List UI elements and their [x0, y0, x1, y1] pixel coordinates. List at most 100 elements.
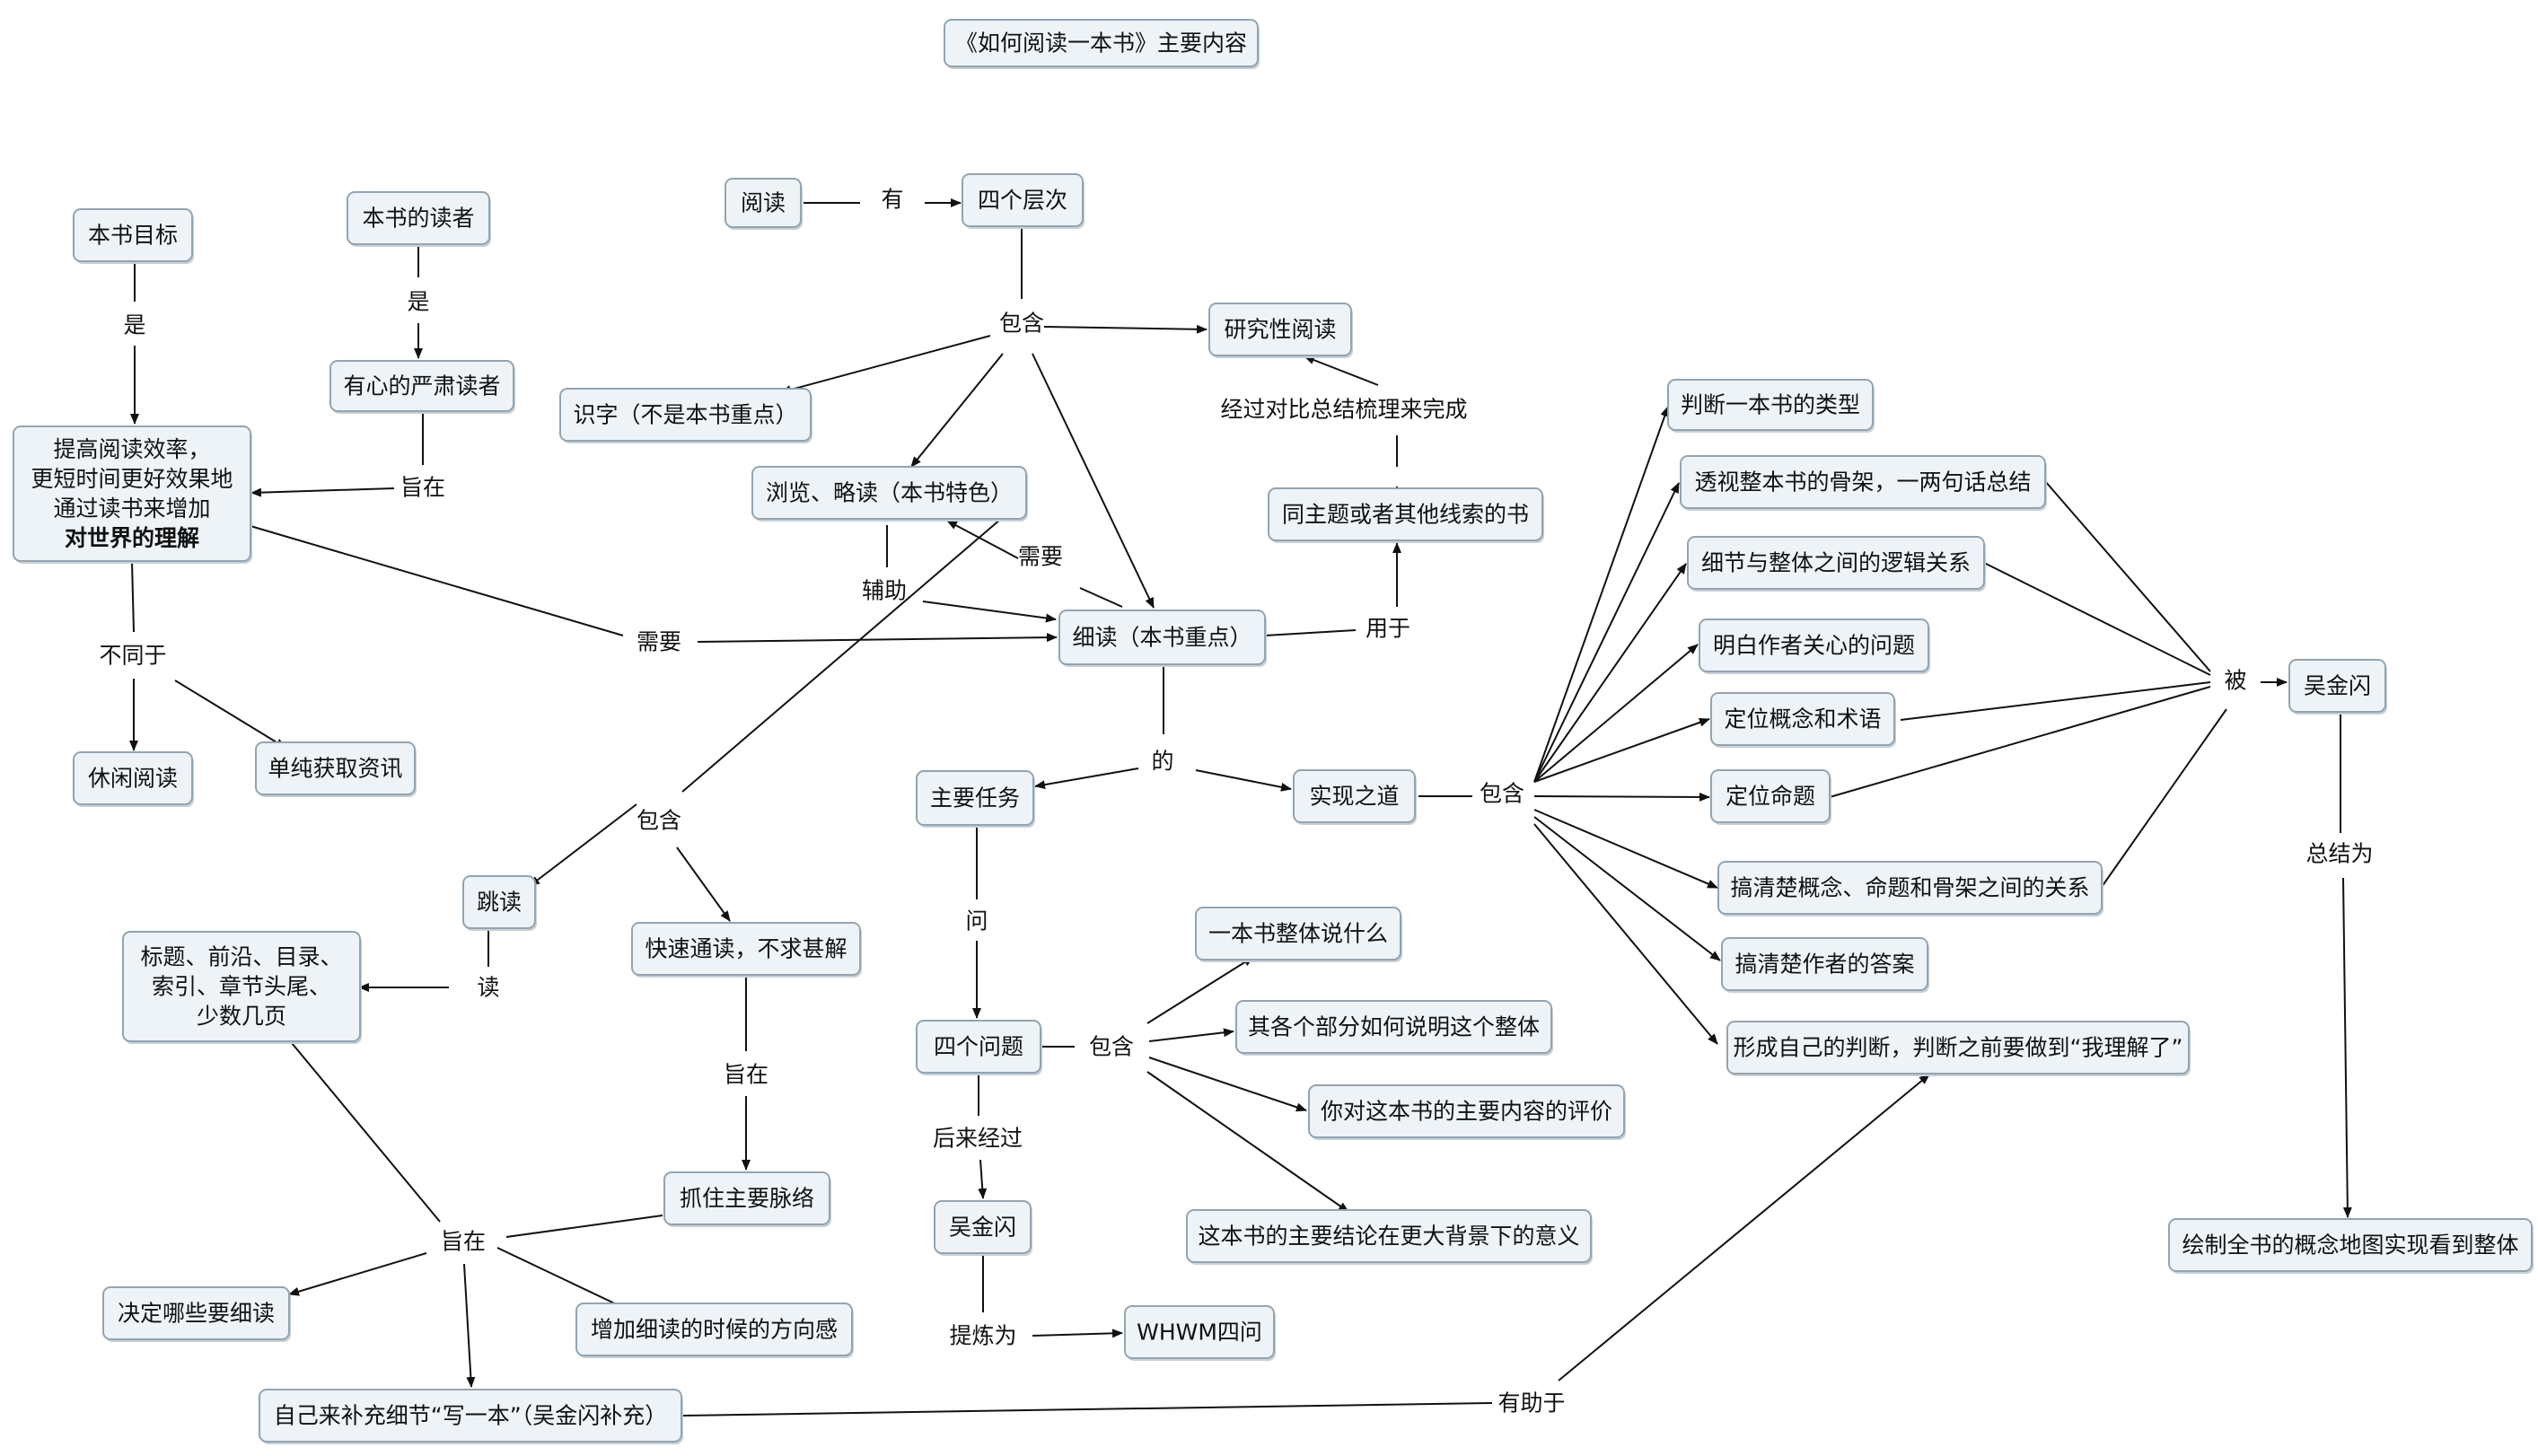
connector-line	[463, 1263, 476, 1388]
connector-line	[1148, 1028, 1234, 1042]
connector-line	[1533, 482, 1680, 783]
node-method[interactable]: 实现之道	[1293, 769, 1417, 825]
connector-line	[1034, 767, 1139, 790]
connector-line	[505, 1215, 663, 1238]
node-goal[interactable]: 本书目标	[73, 208, 194, 264]
node-grasp[interactable]: 抓住主要脉络	[663, 1171, 831, 1227]
node-q2[interactable]: 其各个部分如何说明这个整体	[1235, 1000, 1553, 1056]
node-m7[interactable]: 搞清楚概念、命题和骨架之间的关系	[1717, 861, 2103, 917]
node-text: 明白作者关心的问题	[1713, 633, 1915, 659]
node-browse[interactable]: 浏览、略读（本书特色）	[751, 466, 1028, 522]
node-box	[462, 875, 536, 929]
link-label-assist: 辅助	[862, 578, 907, 604]
node-box	[1124, 1305, 1275, 1359]
node-text: 其各个部分如何说明这个整体	[1248, 1014, 1540, 1040]
link-label-need2: 需要	[1018, 544, 1063, 570]
node-text: 定位概念和术语	[1724, 706, 1881, 732]
link-label-contain1: 包含	[999, 311, 1044, 337]
node-m8[interactable]: 搞清楚作者的答案	[1721, 937, 1929, 993]
node-box	[1186, 1209, 1592, 1263]
link-label-aim1: 旨在	[400, 475, 445, 501]
node-whwm[interactable]: WHWM四问	[1124, 1305, 1276, 1361]
connector-line	[676, 846, 731, 922]
node-q4[interactable]: 这本书的主要结论在更大背景下的意义	[1186, 1209, 1593, 1265]
node-m5[interactable]: 定位概念和术语	[1710, 692, 1896, 748]
node-text: 提高阅读效率，	[53, 436, 210, 462]
node-box	[1058, 610, 1266, 665]
node-text: 本书的读者	[362, 206, 474, 232]
link-label-is1: 是	[123, 312, 145, 338]
node-leisure[interactable]: 休闲阅读	[73, 751, 194, 807]
node-text: 抓住主要脉络	[680, 1186, 814, 1212]
node-box	[575, 1303, 853, 1356]
node-reading[interactable]: 阅读	[725, 178, 803, 230]
node-fast[interactable]: 快速通读，不求甚解	[631, 922, 862, 978]
node-box	[102, 1286, 290, 1340]
node-direction[interactable]: 增加细读的时候的方向感	[575, 1303, 854, 1358]
node-m3[interactable]: 细节与整体之间的逻辑关系	[1687, 536, 1986, 592]
node-text: 单纯获取资讯	[268, 756, 402, 782]
node-map[interactable]: 绘制全书的概念地图实现看到整体	[2168, 1218, 2534, 1274]
node-text: 实现之道	[1309, 784, 1399, 810]
node-four-levels[interactable]: 四个层次	[962, 173, 1085, 229]
node-m6[interactable]: 定位命题	[1710, 769, 1831, 825]
node-research[interactable]: 研究性阅读	[1208, 303, 1353, 358]
node-box	[663, 1171, 830, 1225]
node-readers[interactable]: 本书的读者	[347, 191, 491, 247]
node-wu1[interactable]: 吴金闪	[934, 1200, 1032, 1256]
node-literacy[interactable]: 识字（不是本书重点）	[559, 388, 812, 443]
node-box	[751, 466, 1027, 520]
node-serious-reader[interactable]: 有心的严肃读者	[329, 360, 515, 414]
node-box	[631, 922, 861, 976]
node-box	[13, 425, 251, 562]
connector-line	[2101, 708, 2227, 888]
node-box	[559, 388, 812, 442]
node-text: 吴金闪	[949, 1215, 1016, 1241]
connector-line	[1558, 1074, 1930, 1381]
link-label-ask: 问	[965, 908, 988, 934]
node-box	[1680, 455, 2046, 509]
node-four-questions[interactable]: 四个问题	[916, 1020, 1042, 1075]
link-label-helps: 有助于	[1497, 1390, 1565, 1417]
node-text: 判断一本书的类型	[1681, 392, 1860, 418]
node-intensive[interactable]: 细读（本书重点）	[1058, 610, 1267, 667]
connector-line	[131, 561, 135, 633]
connector-line	[1146, 956, 1254, 1024]
node-info[interactable]: 单纯获取资讯	[255, 741, 417, 797]
node-q3[interactable]: 你对这本书的主要内容的评价	[1308, 1084, 1626, 1140]
node-wu2[interactable]: 吴金闪	[2288, 659, 2387, 715]
node-m4[interactable]: 明白作者关心的问题	[1699, 618, 1930, 674]
connector-line	[250, 525, 624, 636]
node-titles[interactable]: 标题、前沿、目录、索引、章节头尾、少数几页	[122, 931, 362, 1044]
link-label-contain4: 包含	[1089, 1034, 1134, 1060]
node-text: 自己来补充细节“写一本”（吴金闪补充）	[274, 1403, 667, 1429]
connector-line	[1829, 686, 2211, 798]
node-write[interactable]: 自己来补充细节“写一本”（吴金闪补充）	[259, 1389, 683, 1444]
node-box	[73, 751, 193, 805]
node-text: 决定哪些要细读	[118, 1301, 275, 1327]
node-box	[962, 173, 1084, 227]
node-box	[2288, 659, 2386, 713]
link-label-read: 读	[477, 975, 499, 1001]
connector-line	[1533, 823, 1718, 1045]
connector-line	[2342, 877, 2352, 1218]
node-main-task[interactable]: 主要任务	[916, 770, 1035, 828]
connector-line	[1533, 563, 1687, 783]
connector-line	[910, 353, 1004, 468]
connector-line	[1304, 355, 1379, 386]
node-title[interactable]: 《如何阅读一本书》主要内容	[944, 19, 1260, 69]
node-q1[interactable]: 一本书整体说什么	[1195, 907, 1402, 962]
link-label-have: 有	[881, 187, 903, 213]
node-text: 索引、章节头尾、	[152, 974, 331, 1000]
node-m9[interactable]: 形成自己的判断，判断之前要做到“我理解了”	[1726, 1021, 2191, 1076]
node-decide[interactable]: 决定哪些要细读	[102, 1286, 291, 1342]
node-same-theme[interactable]: 同主题或者其他线索的书	[1268, 487, 1544, 543]
node-m1[interactable]: 判断一本书的类型	[1667, 379, 1875, 433]
node-skip[interactable]: 跳读	[462, 875, 537, 931]
node-m2[interactable]: 透视整本书的骨架，一两句话总结	[1680, 455, 2047, 511]
node-text: 休闲阅读	[88, 766, 178, 792]
node-box	[725, 178, 802, 228]
node-text: 主要任务	[930, 785, 1020, 811]
link-label-need1: 需要	[637, 629, 681, 655]
